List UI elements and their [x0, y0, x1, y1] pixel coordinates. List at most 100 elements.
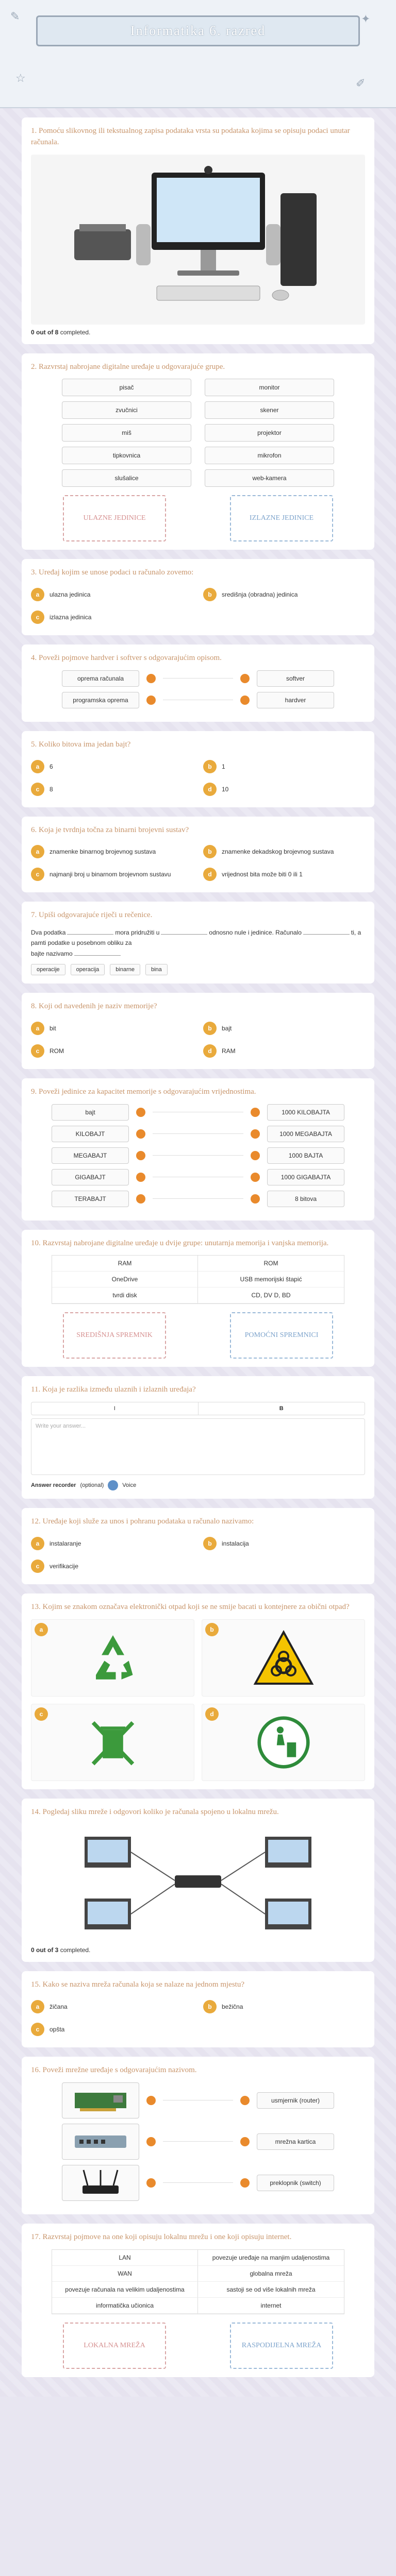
- blank-field[interactable]: [303, 934, 350, 935]
- connector-dot[interactable]: [251, 1150, 260, 1160]
- toolbar-bold[interactable]: B: [279, 1405, 284, 1412]
- match-left[interactable]: bajt: [52, 1104, 129, 1121]
- image-router[interactable]: [62, 2164, 139, 2201]
- drag-item[interactable]: povezuje računala na velikim udaljenosti…: [52, 2281, 198, 2298]
- connector-dot[interactable]: [240, 673, 250, 683]
- drag-item[interactable]: sastoji se od više lokalnih mreža: [198, 2282, 344, 2298]
- drag-item[interactable]: informatička učionica: [52, 2297, 198, 2314]
- match-left[interactable]: programska oprema: [62, 691, 139, 708]
- word-chip[interactable]: operacije: [31, 964, 65, 976]
- match-left[interactable]: KILOBAJT: [52, 1125, 129, 1142]
- drag-item[interactable]: povezuje uređaje na manjim udaljenostima: [198, 2250, 344, 2266]
- blank-field[interactable]: [67, 934, 114, 935]
- drag-item[interactable]: globalna mreža: [198, 2266, 344, 2282]
- answer-image-weee[interactable]: c: [31, 1703, 194, 1781]
- connector-dot[interactable]: [136, 1107, 145, 1117]
- drag-item[interactable]: tipkovnica: [62, 447, 191, 465]
- blank-field[interactable]: [161, 934, 208, 935]
- drag-item[interactable]: tvrdi disk: [52, 1287, 198, 1304]
- connector-dot[interactable]: [146, 2095, 156, 2105]
- match-left[interactable]: TERABAJT: [52, 1190, 129, 1207]
- answer-image-trash[interactable]: d: [202, 1703, 365, 1781]
- match-left[interactable]: GIGABAJT: [52, 1168, 129, 1185]
- dropzone-main-memory[interactable]: SREDIŠNJA SPREMNIK: [63, 1312, 166, 1359]
- drag-item[interactable]: WAN: [52, 2265, 198, 2282]
- connector-dot[interactable]: [146, 2137, 156, 2146]
- drag-item[interactable]: USB memorijski štapić: [198, 1272, 344, 1288]
- connector-dot[interactable]: [251, 1194, 260, 1204]
- answer-textarea[interactable]: Write your answer...: [31, 1418, 365, 1476]
- connector-dot[interactable]: [240, 2178, 250, 2188]
- connector-dot[interactable]: [136, 1194, 145, 1204]
- drag-item[interactable]: OneDrive: [52, 1272, 198, 1288]
- drag-item[interactable]: monitor: [205, 379, 334, 397]
- connector-dot[interactable]: [251, 1172, 260, 1182]
- dropzone-local-network[interactable]: LOKALNA MREŽA: [63, 2322, 166, 2369]
- match-right[interactable]: mrežna kartica: [257, 2133, 334, 2150]
- match-left[interactable]: MEGABAJT: [52, 1147, 129, 1164]
- dropzone-output-units[interactable]: IZLAZNE JEDINICE: [230, 495, 333, 542]
- toolbar-italic[interactable]: I: [31, 1402, 199, 1415]
- match-right[interactable]: preklopnik (switch): [257, 2174, 334, 2191]
- connector-dot[interactable]: [251, 1107, 260, 1117]
- drag-item[interactable]: web-kamera: [205, 469, 334, 487]
- match-right[interactable]: 1000 BAJTA: [267, 1147, 344, 1164]
- dropzone-secondary-memory[interactable]: POMOĆNI SPREMNICI: [230, 1312, 333, 1359]
- connector-dot[interactable]: [136, 1150, 145, 1160]
- connector-dot[interactable]: [136, 1129, 145, 1139]
- blank-field[interactable]: [74, 955, 121, 956]
- match-right[interactable]: 1000 GIGABAJTA: [267, 1168, 344, 1185]
- image-network-card[interactable]: [62, 2082, 139, 2119]
- connector-dot[interactable]: [240, 695, 250, 705]
- drag-item[interactable]: skener: [205, 401, 334, 419]
- dropzone-input-units[interactable]: ULAZNE JEDINICE: [63, 495, 166, 542]
- match-right[interactable]: hardver: [257, 691, 334, 708]
- match-right[interactable]: 1000 KILOBAJTA: [267, 1104, 344, 1121]
- word-chip[interactable]: bina: [145, 964, 168, 976]
- word-chip[interactable]: operacija: [70, 964, 105, 976]
- drag-item[interactable]: RAM: [52, 1256, 198, 1272]
- drag-item[interactable]: projektor: [205, 424, 334, 442]
- drag-item[interactable]: ROM: [198, 1256, 344, 1272]
- connector-dot[interactable]: [146, 2178, 156, 2188]
- drag-item[interactable]: LAN: [52, 2249, 198, 2266]
- connector-dot[interactable]: [146, 695, 156, 705]
- drag-item[interactable]: CD, DV D, BD: [198, 1287, 344, 1304]
- word-chip[interactable]: binarne: [110, 964, 140, 976]
- drag-item[interactable]: slušalice: [62, 469, 191, 487]
- connector-dot[interactable]: [240, 2137, 250, 2146]
- drag-item[interactable]: zvučnici: [62, 401, 191, 419]
- match-right[interactable]: 1000 MEGABAJTA: [267, 1125, 344, 1142]
- microphone-icon[interactable]: [108, 1480, 119, 1491]
- connector-dot[interactable]: [146, 673, 156, 683]
- connector-dot[interactable]: [251, 1129, 260, 1139]
- drag-item[interactable]: internet: [198, 2298, 344, 2314]
- match-right[interactable]: usmjernik (router): [257, 2092, 334, 2109]
- answer-image-biohazard[interactable]: b: [202, 1619, 365, 1697]
- drag-item[interactable]: miš: [62, 424, 191, 442]
- image-switch[interactable]: [62, 2123, 139, 2160]
- dropzone-wide-network[interactable]: RASPODIJELNA MREŽA: [230, 2322, 333, 2369]
- connector-dot[interactable]: [240, 2095, 250, 2105]
- drag-item[interactable]: pisač: [62, 379, 191, 397]
